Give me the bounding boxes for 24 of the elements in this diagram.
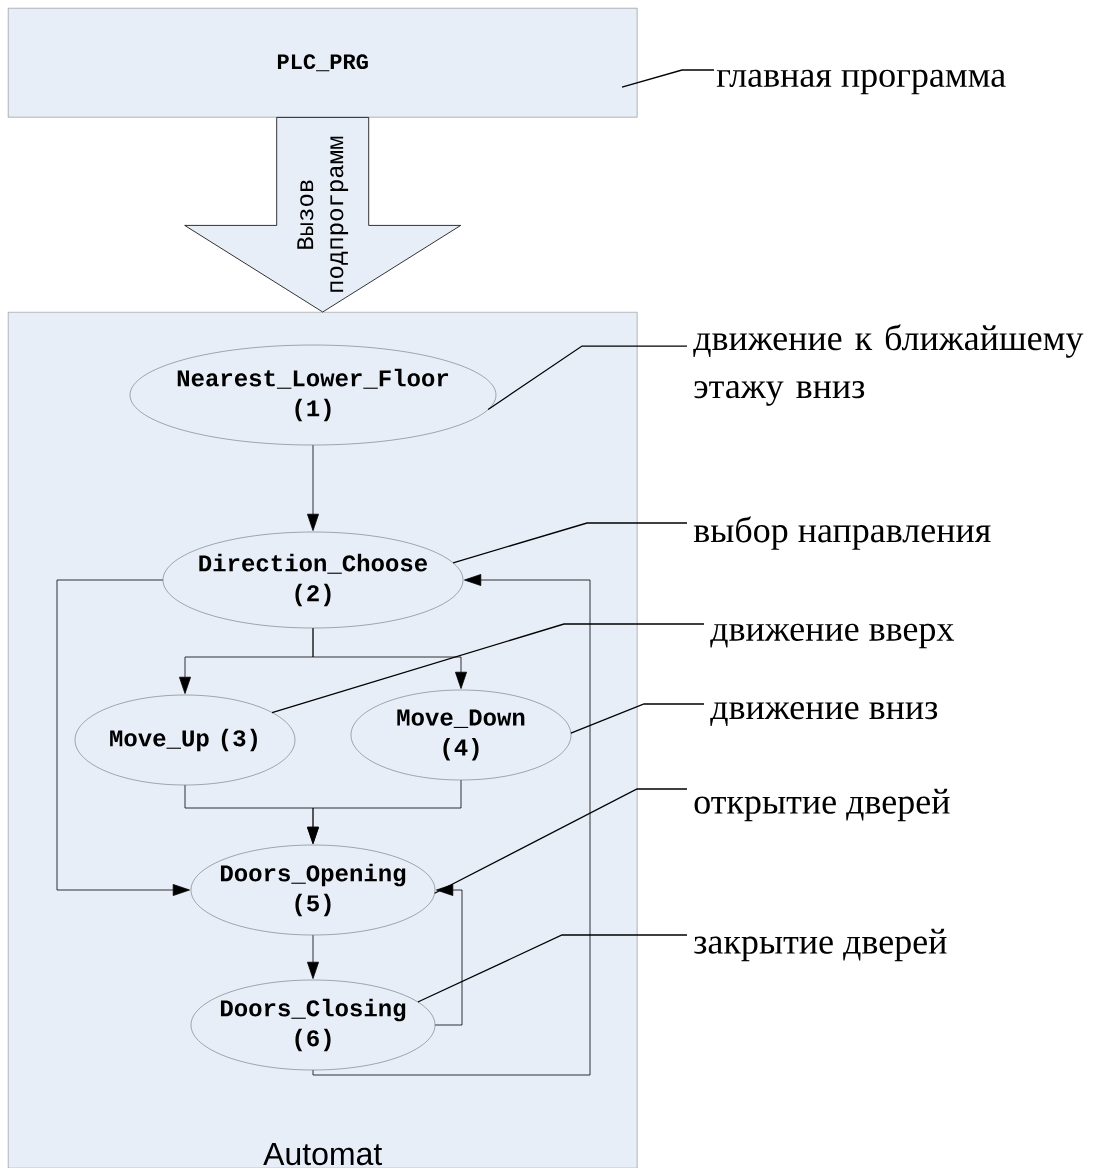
annotation-text: закрытие дверей bbox=[694, 928, 947, 962]
arrow bbox=[312, 627, 467, 689]
leader-line bbox=[621, 69, 715, 88]
arrow bbox=[307, 779, 462, 844]
leader-line bbox=[487, 345, 688, 411]
annotation-text: движение вниз bbox=[710, 702, 938, 726]
annotation-text: открытие дверей bbox=[694, 788, 950, 822]
arrow bbox=[307, 934, 319, 979]
annotation-text: движение вверх bbox=[710, 623, 954, 649]
leader-line bbox=[570, 703, 705, 734]
block-arrow bbox=[184, 117, 462, 313]
program-box: PLC_PRG bbox=[8, 8, 638, 118]
edge-label: Вызов подпрограмм bbox=[297, 136, 349, 292]
arrow bbox=[312, 574, 591, 1076]
leader-line bbox=[452, 522, 688, 564]
leader-line bbox=[434, 788, 688, 894]
leader-line bbox=[271, 623, 705, 714]
leader-line bbox=[417, 934, 688, 1003]
annotation-text: главная программа bbox=[716, 69, 1006, 95]
arrow bbox=[307, 444, 319, 531]
arrow bbox=[434, 884, 463, 1026]
arrow bbox=[56, 579, 190, 896]
annotation-text: выбор направления bbox=[693, 516, 991, 550]
annotation-text: движение к ближайшему этажу вниз bbox=[693, 324, 1084, 406]
